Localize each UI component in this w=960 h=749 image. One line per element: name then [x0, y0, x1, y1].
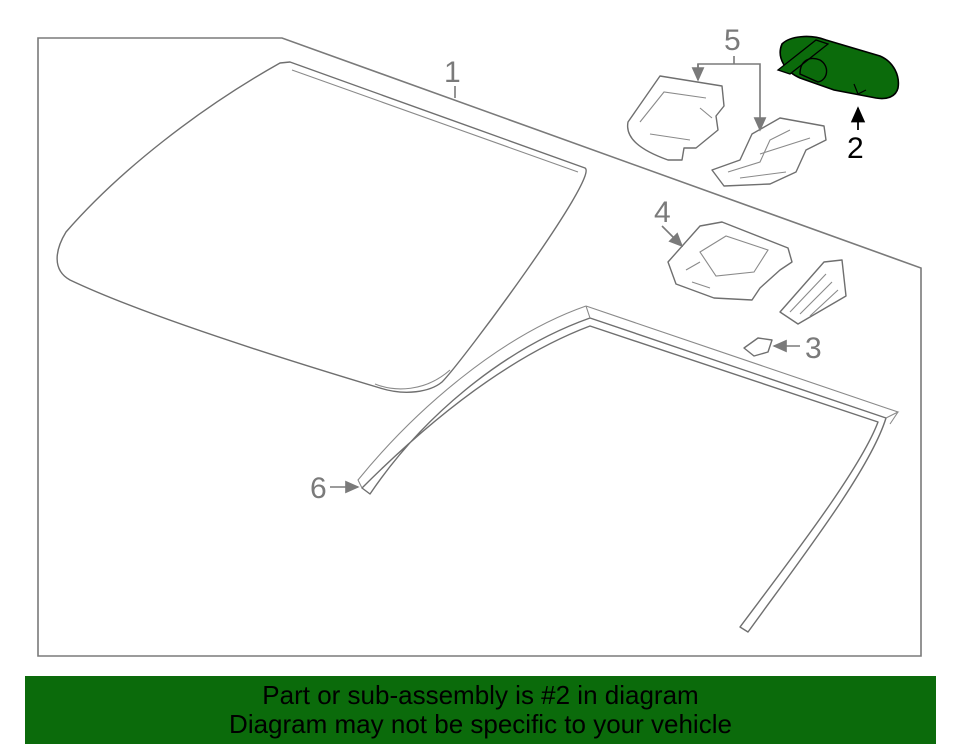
mirror-cover-rear[interactable] [711, 117, 827, 187]
windshield-glass[interactable] [56, 61, 587, 393]
callout-3: 3 [805, 332, 822, 365]
windshield-molding[interactable] [357, 305, 900, 633]
callout-1: 1 [444, 56, 461, 89]
diagram-frame [37, 37, 922, 657]
banner-line-2: Diagram may not be specific to your vehi… [229, 709, 732, 739]
parts-diagram: 1 2 3 4 5 6 [37, 24, 922, 657]
info-banner: Part or sub-assembly is #2 in diagram Di… [25, 676, 936, 744]
mirror-bracket[interactable] [667, 221, 793, 301]
banner-line-1: Part or sub-assembly is #2 in diagram [262, 680, 699, 710]
mirror-cover-front[interactable] [626, 75, 725, 161]
callout-6: 6 [310, 472, 327, 505]
rear-view-mirror[interactable] [776, 35, 900, 100]
callout-5: 5 [724, 24, 741, 57]
adhesive-pad[interactable] [743, 337, 773, 357]
sensor-cover[interactable] [779, 259, 847, 325]
callout-4: 4 [654, 196, 671, 229]
callout-2: 2 [847, 132, 864, 165]
